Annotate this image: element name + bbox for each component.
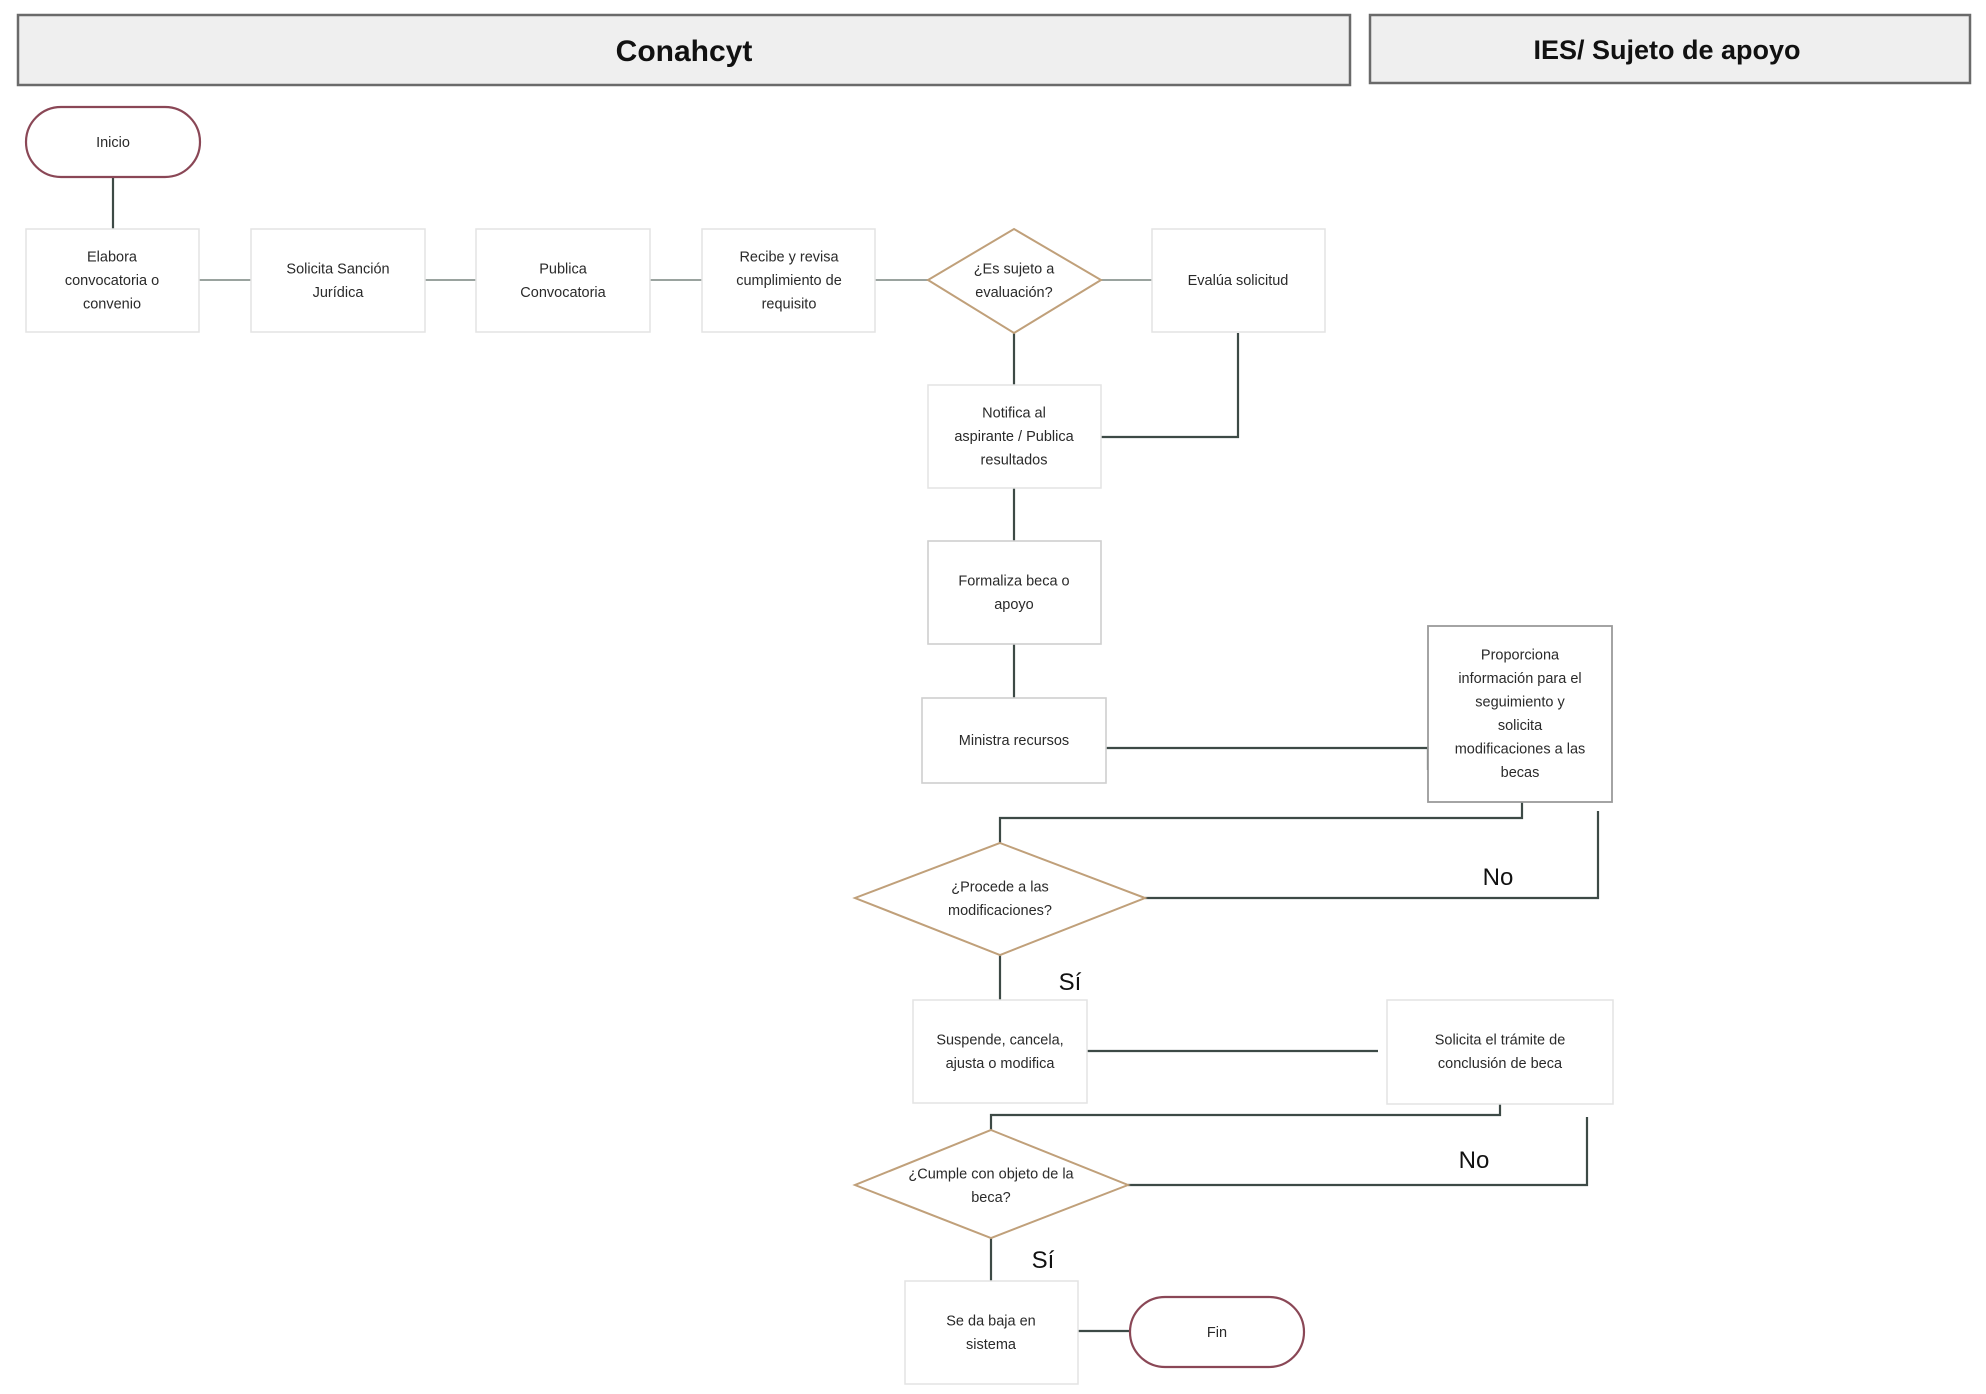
process-elabora-convocatoria: Elabora convocatoria o convenio xyxy=(25,228,200,333)
process-formaliza-beca: Formaliza beca o apoyo xyxy=(927,540,1102,645)
connector-proporciona-procede xyxy=(998,802,1524,843)
connector-evalua-notifica xyxy=(1101,333,1240,439)
label-line: Elabora xyxy=(87,250,138,266)
lane-header-ies: IES/ Sujeto de apoyo xyxy=(1368,13,1972,85)
suspende-label: Suspende, cancela, ajusta o modifica xyxy=(936,1032,1063,1072)
label-line: Jurídica xyxy=(313,285,365,301)
label-line: apoyo xyxy=(994,597,1034,613)
connectors xyxy=(111,177,1600,1333)
label-line: convocatoria o xyxy=(65,273,159,289)
elabora-label: Elabora convocatoria o convenio xyxy=(65,250,159,313)
lane-header-conahcyt: Conahcyt xyxy=(16,13,1352,87)
process-solicita-tramite: Solicita el trámite de conclusión de beca xyxy=(1386,999,1614,1105)
notifica-label: Notifica al aspirante / Publica resultados xyxy=(954,406,1074,469)
label-line: cumplimiento de xyxy=(736,273,842,289)
process-ministra-recursos: Ministra recursos xyxy=(921,697,1107,784)
baja-label: Se da baja en sistema xyxy=(946,1313,1036,1353)
label-line: ¿Cumple con objeto de la xyxy=(908,1166,1074,1182)
label-line: Formaliza beca o xyxy=(958,573,1069,589)
label-line: Se da baja en xyxy=(946,1313,1036,1329)
cumple-label: ¿Cumple con objeto de la beca? xyxy=(908,1166,1074,1206)
connector-cumple-no xyxy=(1128,1117,1589,1187)
label-line: convenio xyxy=(83,297,141,313)
decision-es-sujeto: ¿Es sujeto a evaluación? xyxy=(926,227,1103,335)
es-sujeto-label: ¿Es sujeto a evaluación? xyxy=(974,261,1056,301)
label-line: beca? xyxy=(971,1190,1011,1206)
connector-ministra-proporciona xyxy=(1106,746,1430,770)
label-line: Solicita el trámite de xyxy=(1435,1032,1566,1048)
decision-cumple-objeto: ¿Cumple con objeto de la beca? xyxy=(852,1128,1131,1240)
connector-procede-no xyxy=(1145,811,1600,900)
process-baja-sistema: Se da baja en sistema xyxy=(904,1280,1079,1385)
start-label: Inicio xyxy=(96,135,130,151)
label-line: aspirante / Publica xyxy=(954,429,1074,445)
label-line: Evalúa solicitud xyxy=(1188,273,1289,289)
ministra-label: Ministra recursos xyxy=(959,733,1069,749)
label-line: Proporciona xyxy=(1481,647,1560,663)
evalua-label: Evalúa solicitud xyxy=(1188,273,1289,289)
label-line: Notifica al xyxy=(982,406,1046,422)
lane-title-ies: IES/ Sujeto de apoyo xyxy=(1533,35,1800,65)
label-line: Ministra recursos xyxy=(959,733,1069,749)
label-line: Suspende, cancela, xyxy=(936,1032,1063,1048)
label-line: sistema xyxy=(966,1337,1017,1353)
label-line: ¿Es sujeto a xyxy=(974,261,1056,277)
label-line: conclusión de beca xyxy=(1438,1056,1563,1072)
cumple-si-label: Sí xyxy=(1032,1247,1055,1274)
process-suspende-cancela: Suspende, cancela, ajusta o modifica xyxy=(912,999,1088,1104)
cumple-no-label: No xyxy=(1459,1147,1490,1174)
label-line: Recibe y revisa xyxy=(739,250,839,266)
label-line: requisito xyxy=(762,297,817,313)
process-notifica-aspirante: Notifica al aspirante / Publica resultados xyxy=(927,384,1102,489)
process-recibe-revisa: Recibe y revisa cumplimiento de requisito xyxy=(701,228,876,333)
end-label: Fin xyxy=(1207,1325,1227,1341)
process-proporciona-informacion: Proporciona información para el seguimient… xyxy=(1427,625,1613,803)
label-line: Publica xyxy=(539,261,587,277)
start-terminal: Inicio xyxy=(24,105,202,179)
label-line: información para el xyxy=(1458,671,1581,687)
label-line: modificaciones a las xyxy=(1455,741,1586,757)
label-line: resultados xyxy=(981,453,1048,469)
label-line: ¿Procede a las xyxy=(951,879,1049,895)
label-line: evaluación? xyxy=(975,285,1052,301)
connector-tramite-cumple xyxy=(989,1104,1502,1130)
label-line: Fin xyxy=(1207,1325,1227,1341)
end-terminal: Fin xyxy=(1128,1295,1306,1369)
label-line: ajusta o modifica xyxy=(946,1056,1056,1072)
procede-label: ¿Procede a las modificaciones? xyxy=(948,879,1052,919)
recibe-label: Recibe y revisa cumplimiento de requisito xyxy=(736,250,842,313)
process-evalua-solicitud: Evalúa solicitud xyxy=(1151,228,1326,333)
label-line: Inicio xyxy=(96,135,130,151)
label-line: solicita xyxy=(1498,718,1543,734)
label-line: seguimiento y xyxy=(1475,694,1565,710)
label-line: modificaciones? xyxy=(948,903,1052,919)
procede-no-label: No xyxy=(1483,864,1514,891)
solicita-tramite-label: Solicita el trámite de conclusión de beca xyxy=(1435,1032,1566,1072)
label-line: becas xyxy=(1501,765,1540,781)
decision-procede-modificaciones: ¿Procede a las modificaciones? xyxy=(852,841,1148,957)
label-line: Solicita Sanción xyxy=(286,261,389,277)
label-line: Convocatoria xyxy=(520,285,606,301)
formaliza-label: Formaliza beca o apoyo xyxy=(958,573,1069,613)
proporciona-label: Proporciona información para el seguimient… xyxy=(1455,647,1586,781)
procede-si-label: Sí xyxy=(1059,969,1082,996)
lane-title-conahcyt: Conahcyt xyxy=(616,35,753,68)
